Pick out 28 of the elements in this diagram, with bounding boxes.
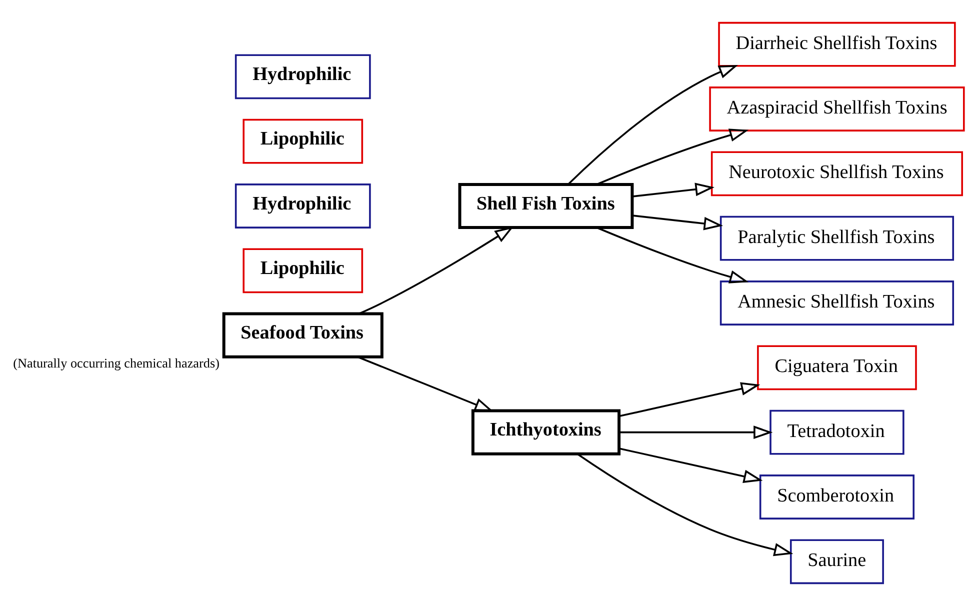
- node-box: Tetradotoxin: [770, 410, 904, 455]
- arrow: [619, 382, 760, 418]
- arrow: [619, 426, 773, 440]
- node-box: Ichthyotoxins: [471, 409, 621, 456]
- arrow: [357, 356, 494, 412]
- node-box: Ciguatera Toxin: [757, 345, 917, 390]
- node-box: Paralytic Shellfish Toxins: [720, 216, 954, 261]
- node-box: Amnesic Shellfish Toxins: [720, 280, 954, 326]
- arrow: [632, 182, 714, 198]
- node-box: Hydrophilic: [234, 184, 371, 228]
- node-box: Lipophilic: [242, 118, 364, 164]
- arrow: [596, 226, 749, 284]
- node-box: Seafood Toxins: [222, 312, 384, 358]
- arrow: [358, 226, 514, 315]
- node-box: Saurine: [790, 539, 884, 584]
- node-box: Lipophilic: [242, 248, 364, 294]
- arrow: [619, 448, 763, 483]
- node-label: (Naturally occurring chemical hazards): [13, 355, 220, 370]
- node-box: Diarrheic Shellfish Toxins: [718, 22, 956, 67]
- node-box: Scomberotoxin: [759, 474, 914, 520]
- arrow: [596, 128, 749, 186]
- node-box: Shell Fish Toxins: [458, 182, 634, 230]
- node-box: Hydrophilic: [234, 54, 371, 100]
- arrow: [632, 214, 724, 230]
- arrow: [568, 65, 738, 185]
- node-box: Neurotoxic Shellfish Toxins: [710, 151, 963, 196]
- node-box: Azaspiracid Shellfish Toxins: [709, 86, 965, 132]
- arrow: [577, 453, 794, 556]
